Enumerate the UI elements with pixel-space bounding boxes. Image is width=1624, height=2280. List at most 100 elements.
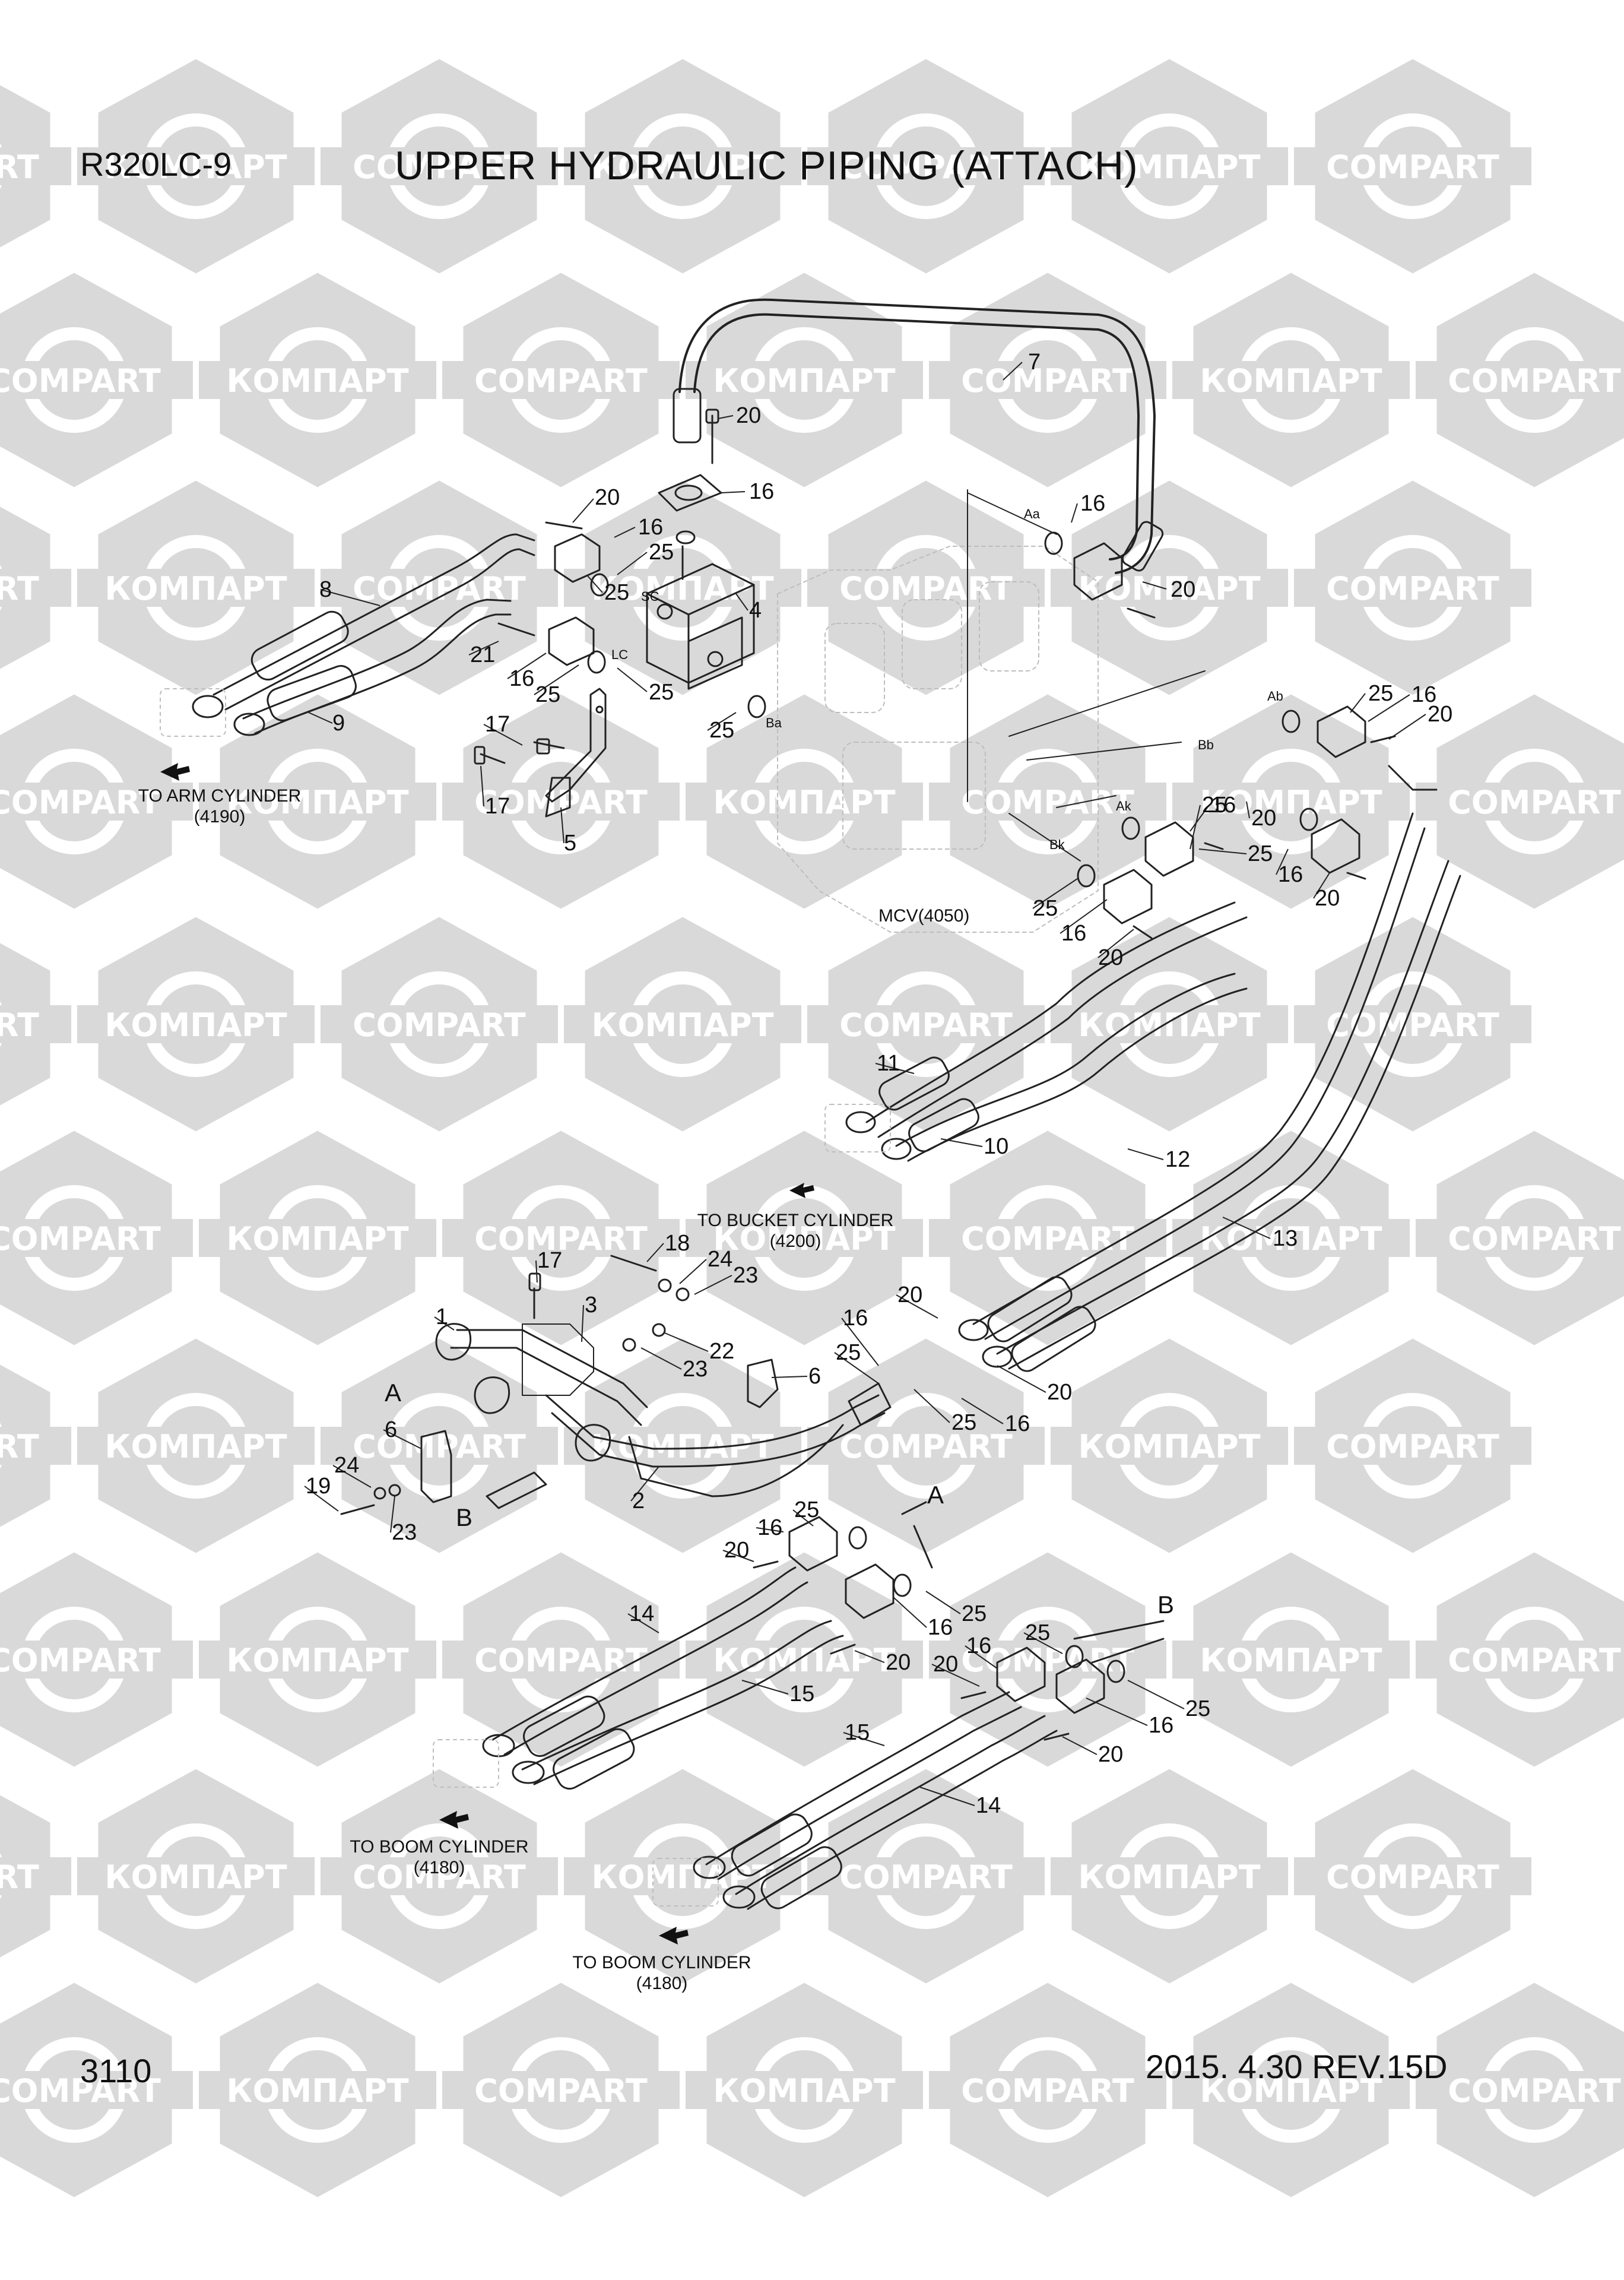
watermark-tile: COMPART <box>0 506 71 669</box>
watermark-text: COMPART <box>353 1858 526 1896</box>
callout-20: 20 <box>897 1282 922 1307</box>
watermark-text: COMPART <box>839 1006 1013 1044</box>
watermark-tile: КОМПАРТ <box>1051 480 1288 695</box>
watermark-text: КОМПАРТ <box>713 1642 895 1679</box>
callout-leader-line <box>560 807 564 844</box>
callout-leader-line <box>572 498 594 523</box>
watermark-text: COMPART <box>961 784 1134 821</box>
port-label-bk: Bk <box>1049 837 1065 852</box>
callout-20: 20 <box>1098 1742 1123 1767</box>
watermark-text: КОМПАРТ <box>1200 2072 1382 2110</box>
watermark-text: COMPART <box>1326 570 1499 607</box>
watermark-text: КОМПАРТ <box>1078 570 1260 607</box>
watermark-text: КОМПАРТ <box>226 784 408 821</box>
watermark-tile: КОМПАРТ <box>199 1983 436 2197</box>
hoses-14-15-second <box>693 1691 1058 1910</box>
callout-12: 12 <box>1165 1147 1190 1172</box>
watermark-band <box>929 1641 1166 1679</box>
callout-25: 25 <box>1248 841 1273 866</box>
watermark-band <box>929 2071 1166 2109</box>
watermark-tile: COMPART <box>807 59 1045 274</box>
watermark-band <box>1416 2071 1624 2109</box>
callout-20: 20 <box>1047 1380 1072 1405</box>
watermark-band <box>321 1857 558 1895</box>
watermark-text: COMPART <box>0 2072 161 2110</box>
callout-9: 9 <box>332 711 345 736</box>
callout-leader-line <box>1086 1698 1148 1726</box>
watermark-band <box>77 569 315 607</box>
callout-leader-line <box>1127 1148 1164 1160</box>
watermark-text: COMPART <box>1448 784 1621 821</box>
watermark-tile: COMPART <box>0 1983 193 2197</box>
callout-25: 25 <box>951 1410 976 1435</box>
watermark-tile: КОМПАРТ <box>1051 59 1288 274</box>
callout-leader-line <box>931 1664 980 1687</box>
model-number: R320LC-9 <box>80 145 232 183</box>
callout-leader-line <box>961 1398 1004 1424</box>
sheet-number: 3110 <box>80 2052 152 2089</box>
watermark-band <box>0 569 71 607</box>
callout-leader-line <box>434 1316 455 1331</box>
callout-leader-line <box>841 1318 879 1366</box>
watermark-tile: КОМПАРТ <box>564 59 801 274</box>
view-label-b: B <box>1157 1591 1174 1619</box>
callout-leader-line <box>304 1486 339 1512</box>
callout-1: 1 <box>436 1304 448 1329</box>
watermark-text: КОМПАРТ <box>1200 1220 1382 1258</box>
watermark-band <box>564 1005 801 1043</box>
callout-20: 20 <box>886 1650 911 1675</box>
watermark-text: COMPART <box>839 1858 1013 1896</box>
watermark-text: COMPART <box>0 362 161 400</box>
callout-leader-line <box>721 491 746 493</box>
callout-16: 16 <box>966 1633 991 1658</box>
watermark-text: COMPART <box>1326 148 1499 186</box>
watermark-band <box>0 1219 193 1257</box>
callout-16: 16 <box>843 1306 868 1331</box>
callout-20: 20 <box>1315 886 1340 911</box>
watermark-text: COMPART <box>0 784 161 821</box>
watermark-tile: COMPART <box>0 1795 71 1958</box>
watermark-tile: COMPART <box>1294 59 1531 274</box>
watermark-text: КОМПАРТ <box>713 784 895 821</box>
watermark-text: КОМПАРТ <box>226 1642 408 1679</box>
watermark-tile: КОМПАРТ <box>77 59 315 274</box>
callout-leader-line <box>390 1496 395 1533</box>
watermark-tile: COMPART <box>321 59 558 274</box>
callout-leader-line <box>1023 1632 1063 1654</box>
watermark-text: COMPART <box>0 570 39 607</box>
callout-19: 19 <box>306 1474 331 1499</box>
note-arm-line2: (4190) <box>194 807 246 826</box>
watermark-band <box>1416 361 1624 399</box>
callout-17: 17 <box>537 1248 562 1273</box>
callout-25: 25 <box>709 718 734 743</box>
callout-leader-line <box>646 1243 664 1262</box>
watermark-tile: COMPART <box>1416 1983 1624 2197</box>
watermark-band <box>321 147 558 185</box>
watermark-band <box>199 1641 436 1679</box>
callout-leader-line <box>1222 1217 1271 1239</box>
watermark-band <box>686 361 923 399</box>
watermark-text: COMPART <box>1448 1642 1621 1679</box>
watermark-tile: COMPART <box>0 694 193 909</box>
watermark-band <box>807 569 1045 607</box>
watermark-band <box>564 1427 801 1465</box>
watermark-tile: КОМПАРТ <box>1172 1552 1410 1767</box>
callout-leader-line <box>1142 581 1167 590</box>
callout-14: 14 <box>629 1601 654 1626</box>
callout-17: 17 <box>485 794 510 819</box>
callout-leader-line <box>722 1550 754 1562</box>
small-fasteners <box>340 1255 690 1515</box>
watermark-text: COMPART <box>961 1642 1134 1679</box>
watermark-tile: COMPART <box>0 85 71 248</box>
watermark-text: COMPART <box>961 362 1134 400</box>
callout-16: 16 <box>1080 491 1105 516</box>
callout-leader-line <box>1098 929 1134 958</box>
watermark-text: COMPART <box>961 2072 1134 2110</box>
callout-leader-line <box>507 653 547 679</box>
callout-17: 17 <box>485 712 510 737</box>
watermark-band <box>1294 1005 1531 1043</box>
callout-leader-line <box>1313 872 1330 899</box>
watermark-text: COMPART <box>0 1006 39 1044</box>
callout-2: 2 <box>632 1489 645 1513</box>
